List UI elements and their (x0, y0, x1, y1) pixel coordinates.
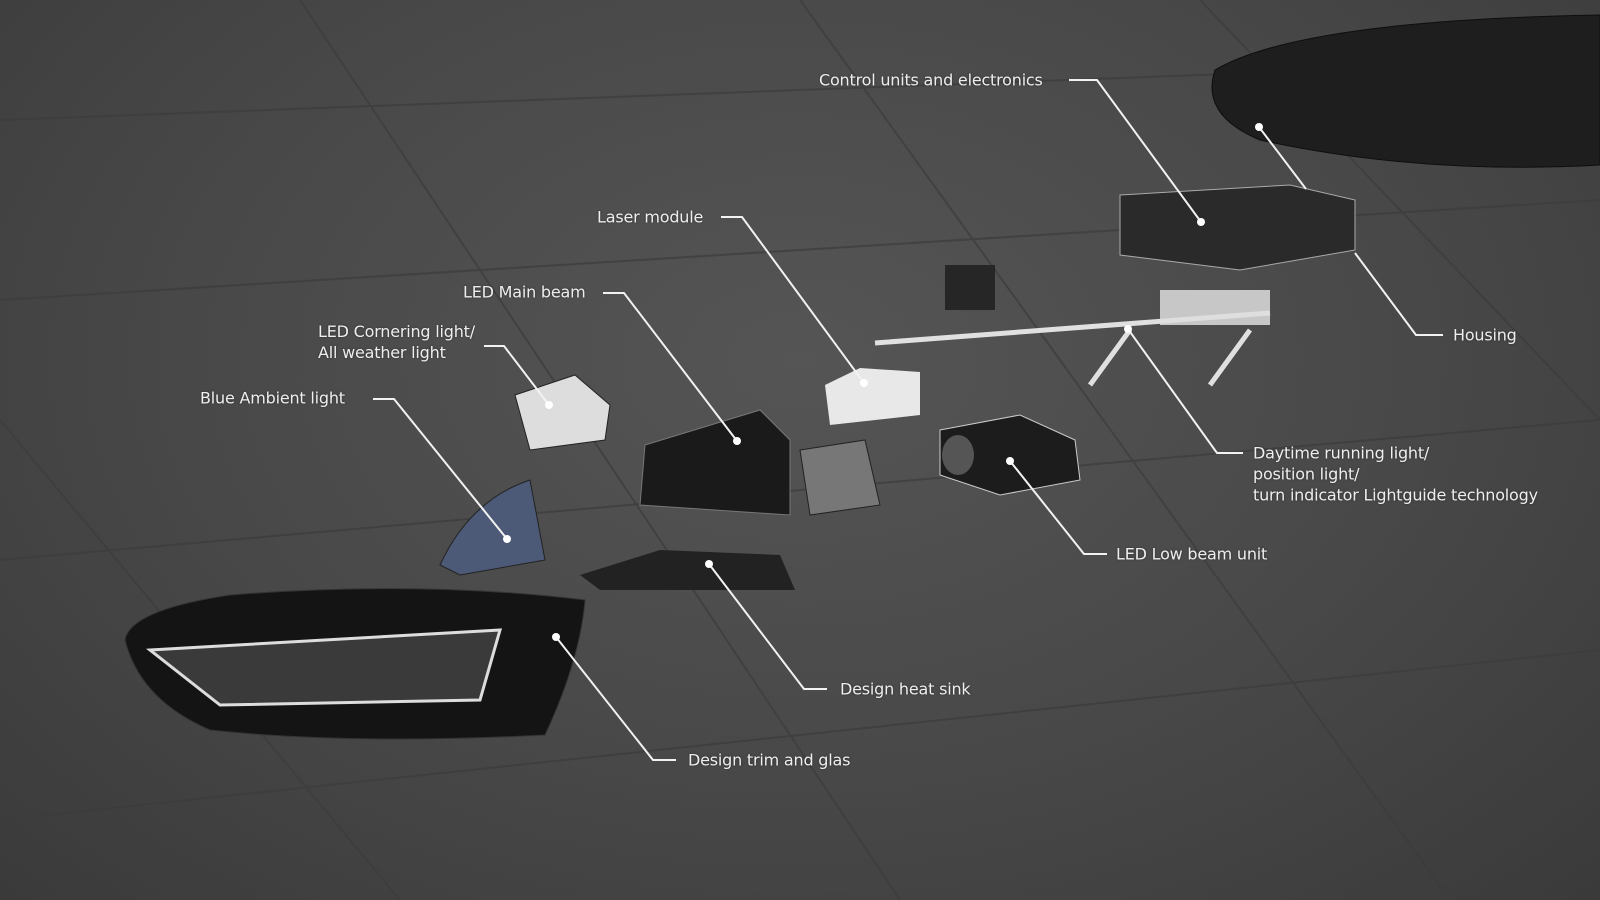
label-blue-ambient: Blue Ambient light (200, 388, 345, 408)
label-housing: Housing (1453, 325, 1517, 345)
label-led-low-beam: LED Low beam unit (1116, 544, 1268, 564)
label-control-units: Control units and electronics (819, 70, 1043, 90)
main-beam-part (639, 409, 791, 516)
control-units-part (1119, 184, 1356, 271)
leader-cornering (484, 345, 550, 406)
leader-trim (555, 636, 676, 761)
label-line: All weather light (318, 343, 446, 362)
laser-module-part (825, 368, 920, 425)
leader-daytime (1127, 328, 1243, 454)
leader-low-beam (1009, 460, 1107, 555)
leader-housing-b (1354, 252, 1443, 336)
label-laser-module: Laser module (597, 207, 704, 227)
cornering-part (514, 374, 611, 451)
leader-main-beam (603, 292, 738, 442)
label-line: Daytime running light/ (1253, 443, 1430, 463)
leader-housing-a (1258, 126, 1307, 190)
label-daytime-running: Daytime running light/ position light/ t… (1253, 443, 1538, 506)
label-led-cornering: LED Cornering light/ All weather light (318, 321, 475, 363)
label-line: LED Cornering light/ (318, 322, 475, 341)
leader-laser (721, 216, 865, 384)
heat-sink-part (580, 550, 795, 590)
leader-control-units (1069, 79, 1202, 223)
low-beam-part (939, 414, 1081, 496)
label-design-trim: Design trim and glas (688, 750, 851, 770)
ambient-part (439, 479, 546, 576)
label-line: position light/ (1253, 464, 1360, 484)
leader-dots (503, 123, 1263, 641)
label-design-heat-sink: Design heat sink (840, 679, 971, 699)
reflector-part (799, 439, 881, 516)
leader-lines (373, 79, 1443, 761)
module-part (945, 265, 995, 310)
housing-part (1211, 14, 1600, 168)
low-beam-lens (942, 435, 974, 475)
leader-ambient (373, 398, 508, 540)
drl-strip (145, 628, 503, 707)
label-led-main-beam: LED Main beam (463, 282, 586, 302)
lightguide-block (1160, 290, 1270, 325)
label-line: turn indicator Lightguide technology (1253, 485, 1538, 505)
leader-heat-sink (708, 563, 827, 690)
